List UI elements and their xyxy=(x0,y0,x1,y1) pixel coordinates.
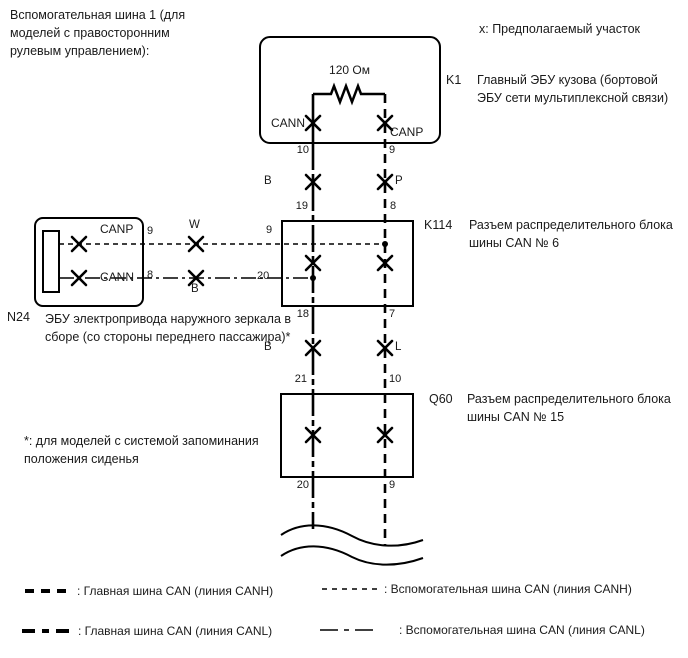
legend-aux-canl-label: : Вспомогательная шина CAN (линия CANL) xyxy=(399,623,645,637)
k114-pin-19-label: 19 xyxy=(295,200,308,212)
n24-terminal-canp-label: CANP xyxy=(100,222,134,236)
n24-ecu-box xyxy=(34,217,144,307)
k1-terminal-canp-label: CANP xyxy=(390,125,424,139)
k1-component-id: K1 xyxy=(446,73,462,87)
assumed-section-note: x: Предполагаемый участок xyxy=(479,22,640,36)
q60-pin-10-label: 10 xyxy=(389,373,402,385)
k114-pin-7-label: 7 xyxy=(389,308,396,320)
k1-pin-10-label: 10 xyxy=(296,144,309,156)
n24-component-desc: ЭБУ электропривода наружного зеркала в с… xyxy=(45,312,292,344)
resistor-value-label: 120 Ом xyxy=(329,63,370,77)
n24-connector-block xyxy=(42,230,60,293)
assumed-section-x-marks xyxy=(70,114,394,444)
aux-canl-junction-dot xyxy=(310,275,316,281)
q60-pin-20-label: 20 xyxy=(296,479,309,491)
q60-component-desc: Разъем распределительного блока шины CAN… xyxy=(467,392,671,424)
legend-main-canl-label: : Главная шина CAN (линия CANL) xyxy=(78,624,273,638)
wire-color-b-upper: B xyxy=(264,175,272,187)
k114-pin-9-side-label: 9 xyxy=(266,224,273,236)
q60-junction-box xyxy=(280,393,414,478)
wire-color-b-lower: B xyxy=(264,341,272,353)
n24-pin-9-label: 9 xyxy=(147,225,154,237)
k114-component-id: K114 xyxy=(424,218,453,232)
wire-color-l-lower: L xyxy=(395,341,402,353)
k114-component-desc: Разъем распределительного блока шины CAN… xyxy=(469,218,673,250)
k1-terminal-cann-label: CANN xyxy=(270,116,305,130)
n24-component-id: N24 xyxy=(7,310,30,324)
legend-main-canh-label: : Главная шина CAN (линия CANH) xyxy=(77,584,274,598)
continuation-wave-bottom xyxy=(280,545,424,566)
q60-pin-9-label: 9 xyxy=(389,479,396,491)
aux-canh-junction-dot xyxy=(382,241,388,247)
k1-component-desc: Главный ЭБУ кузова (бортовой ЭБУ сети му… xyxy=(477,73,669,105)
wire-color-w-aux: W xyxy=(189,219,200,231)
wire-color-b-aux: B xyxy=(191,283,199,295)
q60-component-id: Q60 xyxy=(429,392,453,406)
k114-pin-20-side-label: 20 xyxy=(257,270,270,282)
k114-junction-box xyxy=(281,220,414,307)
k114-pin-8-label: 8 xyxy=(390,200,397,212)
diagram-title: Вспомогательная шина 1 (для моделей с пр… xyxy=(10,8,186,58)
wire-color-p-upper: P xyxy=(395,175,403,187)
footnote-seat-memory: *: для моделей с системой запоминания по… xyxy=(24,434,259,466)
legend-aux-canh-label: : Вспомогательная шина CAN (линия CANH) xyxy=(384,582,632,596)
k1-pin-9-label: 9 xyxy=(389,144,396,156)
k1-ecu-box xyxy=(259,36,441,144)
resistor-symbol xyxy=(313,82,385,106)
k114-pin-18-label: 18 xyxy=(296,308,309,320)
n24-terminal-cann-label: CANN xyxy=(100,270,135,284)
continuation-wave-top xyxy=(280,524,424,547)
q60-pin-21-label: 21 xyxy=(294,373,307,385)
n24-pin-8-label: 8 xyxy=(147,269,154,281)
